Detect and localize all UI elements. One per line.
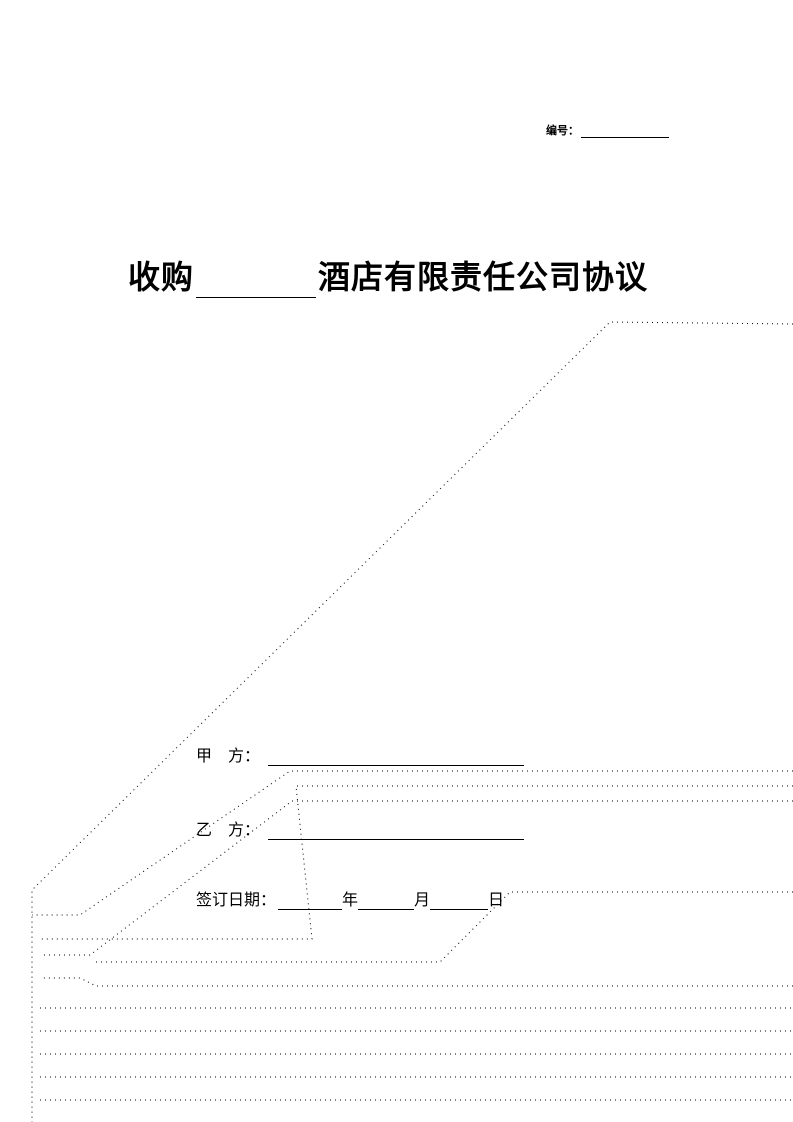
day-unit: 日 bbox=[488, 890, 505, 909]
year-unit: 年 bbox=[342, 890, 359, 909]
party-b-row: 乙 方： bbox=[196, 816, 524, 840]
year-blank[interactable] bbox=[278, 891, 343, 910]
document-number-blank[interactable] bbox=[581, 124, 669, 138]
title-suffix: 酒店有限责任公司协议 bbox=[318, 258, 649, 296]
document-title: 收购 酒店有限责任公司协议 bbox=[128, 252, 648, 298]
month-unit: 月 bbox=[414, 890, 431, 909]
party-a-row: 甲 方： bbox=[196, 742, 524, 766]
document-number-label: 编号： bbox=[546, 124, 579, 137]
party-a-label: 甲 方： bbox=[196, 746, 261, 765]
party-b-blank[interactable] bbox=[268, 821, 524, 840]
party-b-label: 乙 方： bbox=[196, 820, 261, 839]
party-a-blank[interactable] bbox=[268, 747, 524, 766]
month-blank[interactable] bbox=[358, 891, 415, 910]
document-number: 编号： bbox=[546, 122, 669, 138]
day-blank[interactable] bbox=[430, 891, 489, 910]
signing-date-label: 签订日期： bbox=[196, 890, 277, 909]
title-company-blank[interactable] bbox=[196, 263, 317, 298]
title-prefix: 收购 bbox=[128, 258, 195, 296]
signing-date-row: 签订日期： 年 月 日 bbox=[196, 886, 504, 910]
